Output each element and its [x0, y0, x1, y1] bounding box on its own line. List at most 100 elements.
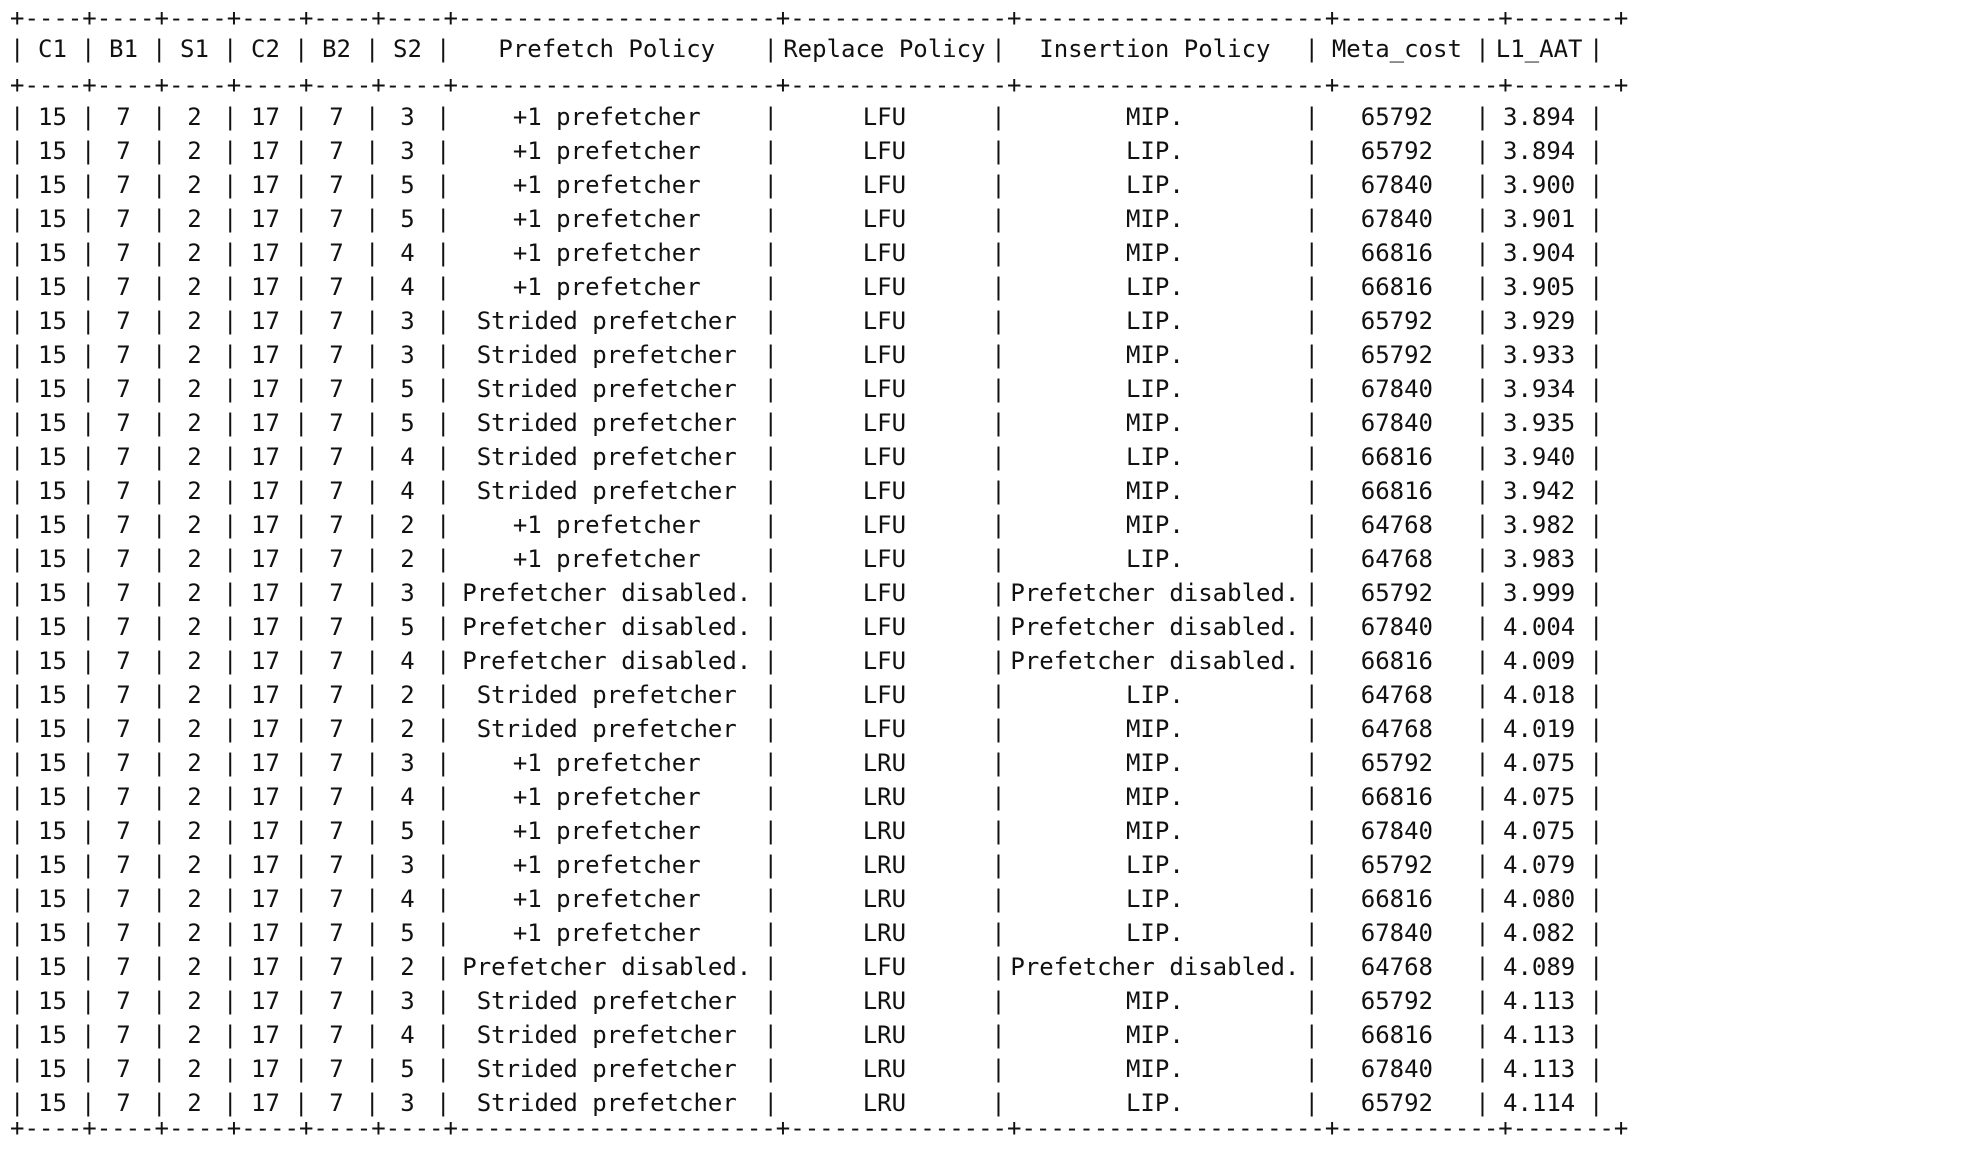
column-separator: |: [1475, 307, 1490, 335]
column-separator: |: [1304, 1055, 1319, 1083]
table-row: |15|7|2|17|7|2|Strided prefetcher|LFU|MI…: [10, 715, 1603, 743]
table-cell: Prefetcher disabled.: [462, 953, 752, 981]
table-cell: 2: [187, 273, 202, 301]
column-separator: |: [294, 987, 309, 1015]
table-cell: 7: [329, 341, 344, 369]
column-separator: |: [763, 205, 778, 233]
column-separator: |: [1589, 1089, 1604, 1117]
table-cell: 7: [116, 341, 131, 369]
column-separator: |: [223, 341, 238, 369]
table-cell: Prefetcher disabled.: [462, 647, 752, 675]
table-cell: MIP.: [1125, 409, 1184, 437]
column-separator: |: [1475, 919, 1490, 947]
column-separator: |: [1304, 205, 1319, 233]
column-separator: |: [763, 987, 778, 1015]
table-cell: 2: [187, 239, 202, 267]
table-cell: 15: [38, 987, 67, 1015]
column-separator: |: [10, 1089, 25, 1117]
table-cell: 3.935: [1503, 409, 1576, 437]
table-cell: 15: [38, 409, 67, 437]
table-row: |15|7|2|17|7|4|+1 prefetcher|LRU|MIP.|66…: [10, 783, 1603, 811]
column-separator: |: [223, 171, 238, 199]
column-separator: |: [365, 35, 380, 63]
table-cell: 15: [38, 273, 67, 301]
table-cell: 3.983: [1503, 545, 1576, 573]
column-separator: |: [294, 953, 309, 981]
table-cell: MIP.: [1125, 817, 1184, 845]
table-cell: 15: [38, 749, 67, 777]
column-separator: |: [294, 749, 309, 777]
column-separator: |: [81, 681, 96, 709]
column-separator: |: [1304, 1021, 1319, 1049]
table-cell: 7: [116, 1089, 131, 1117]
column-separator: |: [1589, 511, 1604, 539]
column-separator: |: [10, 375, 25, 403]
column-separator: |: [365, 885, 380, 913]
table-row: |15|7|2|17|7|3|+1 prefetcher|LRU|LIP.|65…: [10, 851, 1603, 879]
table-cell: MIP.: [1125, 239, 1184, 267]
table-cell: 64768: [1360, 511, 1433, 539]
table-cell: 17: [251, 919, 280, 947]
column-separator: |: [365, 681, 380, 709]
column-separator: |: [365, 1021, 380, 1049]
column-separator: |: [10, 307, 25, 335]
column-separator: |: [1304, 511, 1319, 539]
table-cell: 66816: [1360, 783, 1433, 811]
table-cell: 66816: [1360, 239, 1433, 267]
table-cell: 4.089: [1503, 953, 1576, 981]
table-cell: 15: [38, 477, 67, 505]
column-separator: |: [1475, 749, 1490, 777]
table-row: |15|7|2|17|7|3|+1 prefetcher|LFU|LIP.|65…: [10, 137, 1603, 165]
table-cell: 7: [329, 715, 344, 743]
column-separator: |: [365, 1089, 380, 1117]
table-cell: 17: [251, 375, 280, 403]
column-separator: |: [294, 477, 309, 505]
table-cell: 7: [329, 375, 344, 403]
table-cell: LRU: [862, 1089, 907, 1117]
table-cell: 7: [329, 749, 344, 777]
table-cell: 7: [116, 477, 131, 505]
table-cell: 7: [116, 919, 131, 947]
column-separator: |: [1304, 375, 1319, 403]
column-separator: |: [81, 273, 96, 301]
table-cell: 7: [329, 511, 344, 539]
table-cell: 66816: [1360, 647, 1433, 675]
column-separator: |: [10, 171, 25, 199]
column-header: B2: [322, 35, 351, 63]
column-separator: |: [991, 647, 1006, 675]
table-cell: 64768: [1360, 953, 1433, 981]
column-header: Replace Policy: [783, 35, 986, 63]
table-cell: +1 prefetcher: [512, 885, 701, 913]
table-cell: LFU: [862, 171, 907, 199]
column-separator: |: [763, 477, 778, 505]
column-separator: |: [763, 1021, 778, 1049]
column-separator: |: [763, 443, 778, 471]
table-cell: 66816: [1360, 273, 1433, 301]
table-cell: 2: [187, 987, 202, 1015]
table-cell: 15: [38, 205, 67, 233]
column-separator: |: [763, 919, 778, 947]
column-separator: |: [365, 579, 380, 607]
column-separator: |: [10, 987, 25, 1015]
table-header-border: +----+----+----+----+----+----+---------…: [10, 71, 1629, 99]
table-cell: LIP.: [1125, 443, 1184, 471]
column-separator: |: [1304, 239, 1319, 267]
table-cell: 7: [116, 137, 131, 165]
table-cell: 2: [187, 137, 202, 165]
column-separator: |: [436, 35, 451, 63]
table-cell: 15: [38, 443, 67, 471]
column-separator: |: [223, 137, 238, 165]
column-separator: |: [294, 919, 309, 947]
table-cell: 15: [38, 715, 67, 743]
table-cell: MIP.: [1125, 1021, 1184, 1049]
table-cell: 4.075: [1503, 749, 1576, 777]
table-cell: 17: [251, 1089, 280, 1117]
table-cell: Prefetcher disabled.: [1010, 647, 1300, 675]
column-separator: |: [991, 613, 1006, 641]
column-separator: |: [223, 273, 238, 301]
table-cell: MIP.: [1125, 511, 1184, 539]
table-cell: 2: [187, 817, 202, 845]
table-cell: 7: [329, 783, 344, 811]
table-row: |15|7|2|17|7|3|Strided prefetcher|LFU|LI…: [10, 307, 1603, 335]
column-separator: |: [81, 545, 96, 573]
